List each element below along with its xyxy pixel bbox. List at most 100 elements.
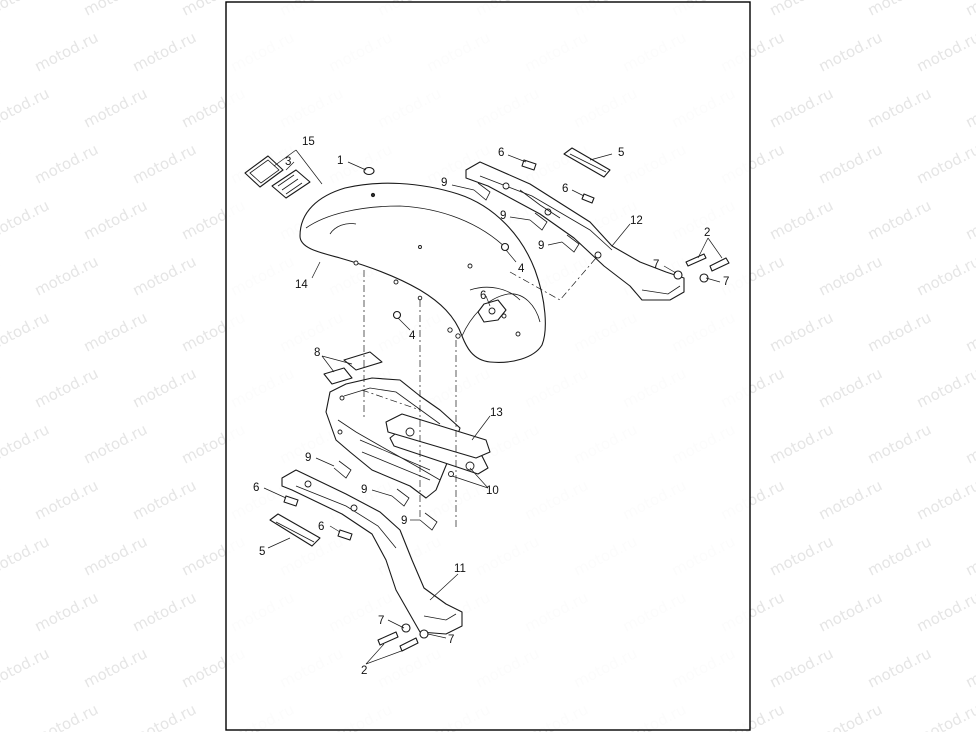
watermark-text: motod.ru (130, 588, 199, 635)
callout-11: 11 (454, 563, 466, 575)
callout-4-upper: 4 (518, 263, 525, 275)
watermark-text: motod.ru (0, 140, 3, 187)
watermark-text: motod.ru (0, 700, 3, 732)
watermark-text: motod.ru (81, 196, 150, 243)
watermark-text: motod.ru (81, 420, 150, 467)
watermark-text: motod.ru (0, 0, 52, 20)
callout-15: 15 (302, 136, 315, 148)
watermark-text: motod.ru (32, 140, 101, 187)
callout-3: 3 (285, 156, 291, 168)
watermark-text: motod.ru (914, 28, 976, 75)
callout-6-upper-a: 6 (498, 147, 504, 159)
watermark-text: motod.ru (81, 308, 150, 355)
fender-nut (477, 299, 507, 323)
lower-bolts-2 (377, 623, 429, 652)
watermark-text: motod.ru (865, 420, 934, 467)
watermark-text: motod.ru (32, 700, 101, 732)
callout-6-fender: 6 (480, 290, 486, 302)
watermark-text: motod.ru (130, 252, 199, 299)
watermark-text: motod.ru (816, 700, 885, 732)
assembly-centerlines (361, 257, 597, 530)
watermark-text: motod.ru (914, 252, 976, 299)
watermark-text: motod.ru (0, 364, 3, 411)
watermark-text: motod.ru (767, 0, 836, 20)
callout-13: 13 (490, 407, 503, 419)
callout-5-lower: 5 (259, 546, 265, 558)
callout-9-e: 9 (361, 484, 367, 496)
watermark-text: motod.ru (865, 196, 934, 243)
watermark-text: motod.ru (963, 0, 976, 20)
part-13-strap (385, 413, 491, 477)
leader-lines (263, 149, 723, 665)
callout-7-lower-a: 7 (378, 615, 384, 627)
watermark-text: motod.ru (816, 588, 885, 635)
watermark-text: motod.ru (130, 140, 199, 187)
watermark-text: motod.ru (130, 28, 199, 75)
left-fender-rail (281, 469, 463, 635)
part-8-pad (323, 351, 383, 385)
watermark-text: motod.ru (0, 476, 3, 523)
watermark-text: motod.ru (32, 252, 101, 299)
callout-6-lower-b: 6 (318, 521, 324, 533)
watermark-text: motod.ru (81, 0, 150, 20)
lower-reflector (269, 513, 321, 547)
watermark-text: motod.ru (0, 84, 52, 131)
watermark-text: motod.ru (914, 140, 976, 187)
watermark-text: motod.ru (865, 84, 934, 131)
watermark-text: motod.ru (816, 476, 885, 523)
watermark-text: motod.ru (0, 588, 3, 635)
watermark-text: motod.ru (963, 420, 976, 467)
callout-7-lower-b: 7 (448, 634, 454, 646)
watermark-text: motod.ru (816, 364, 885, 411)
watermark-text: motod.ru (81, 644, 150, 691)
callout-6-upper-b: 6 (562, 183, 568, 195)
watermark-text: motod.ru (130, 700, 199, 732)
callout-9-f: 9 (401, 515, 407, 527)
watermark-text: motod.ru (32, 28, 101, 75)
watermark-text: motod.ru (963, 308, 976, 355)
watermark-text: motod.ru (0, 644, 52, 691)
callout-9-d: 9 (305, 452, 311, 464)
watermark-text: motod.ru (81, 84, 150, 131)
watermark-text: motod.ru (32, 476, 101, 523)
watermark-text: motod.ru (0, 196, 52, 243)
callout-5-upper: 5 (618, 147, 624, 159)
watermark-text: motod.ru (816, 28, 885, 75)
right-fender-rail (465, 161, 685, 301)
lower-bolts-6 (283, 495, 353, 541)
watermark-text: motod.ru (914, 700, 976, 732)
watermark-text: motod.ru (963, 196, 976, 243)
drawing-frame (225, 1, 751, 731)
watermark-text: motod.ru (81, 532, 150, 579)
watermark-text: motod.ru (767, 84, 836, 131)
watermark-text: motod.ru (130, 364, 199, 411)
upper-reflector (563, 147, 611, 178)
watermark-text: motod.ru (914, 588, 976, 635)
watermark-text: motod.ru (963, 532, 976, 579)
watermark-text: motod.ru (767, 644, 836, 691)
watermark-text: motod.ru (865, 0, 934, 20)
watermark-text: motod.ru (767, 420, 836, 467)
watermark-text: motod.ru (0, 28, 3, 75)
watermark-text: motod.ru (865, 308, 934, 355)
callout-14: 14 (295, 279, 308, 291)
callout-4-lower: 4 (409, 330, 416, 342)
watermark-text: motod.ru (816, 252, 885, 299)
watermark-text: motod.ru (767, 308, 836, 355)
callout-1: 1 (337, 155, 343, 167)
watermark-text: motod.ru (865, 532, 934, 579)
watermark-text: motod.ru (32, 588, 101, 635)
callout-8: 8 (314, 347, 320, 359)
lower-clips-9 (333, 460, 438, 531)
callout-12: 12 (630, 215, 643, 227)
part-1-plug (363, 166, 376, 198)
callout-6-lower-a: 6 (253, 482, 259, 494)
watermark-text: motod.ru (816, 140, 885, 187)
callout-10: 10 (486, 485, 499, 497)
callout-2-upper: 2 (704, 227, 710, 239)
watermark-text: motod.ru (0, 532, 52, 579)
watermark-text: motod.ru (0, 252, 3, 299)
part-15-decal (244, 155, 311, 199)
callout-labels: 1 2 2 3 4 4 5 5 6 6 6 6 6 7 7 7 7 8 9 9 … (253, 136, 729, 677)
